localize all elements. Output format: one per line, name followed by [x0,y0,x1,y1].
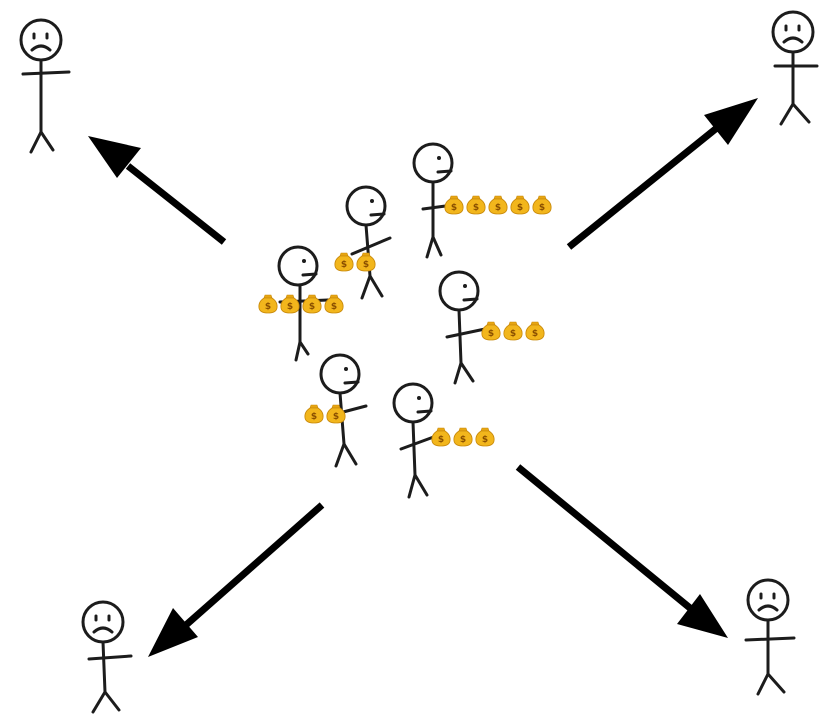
happy-stick-figure-with-money [412,142,552,259]
arrow-bottom-right [515,464,728,638]
money-bag-icon [431,427,451,447]
happy-stick-figure-with-money [334,185,392,300]
sad-stick-figure-top-right [771,10,819,126]
arrow-top-left [88,136,227,245]
sad-stick-figure-bottom-left [81,600,133,714]
happy-stick-figure-with-money [258,245,344,362]
arrow-top-right [566,98,758,250]
happy-stick-figure-with-money [438,270,545,385]
money-bag-icon [466,195,486,215]
arrow-bottom-left [148,502,325,657]
money-bag-icon [258,294,278,314]
money-bag-icon [488,195,508,215]
money-bag-icon [453,427,473,447]
money-bag-icon [475,427,495,447]
happy-stick-figure-with-money [392,382,495,499]
money-bag-icon [280,294,300,314]
happy-stick-figure-with-money [304,353,368,468]
money-bag-icon [532,195,552,215]
sad-stick-figure-top-left [19,18,71,154]
money-bag-icon [304,404,324,424]
money-bag-icon [444,195,464,215]
money-bag-icon [481,321,501,341]
money-bag-icon [356,252,376,272]
money-bag-icon [525,321,545,341]
sad-stick-figure-bottom-right [744,578,796,696]
money-bag-icon [510,195,530,215]
money-bag-icon [324,294,344,314]
money-bag-icon [503,321,523,341]
money-bag-icon [334,252,354,272]
money-bag-icon [302,294,322,314]
